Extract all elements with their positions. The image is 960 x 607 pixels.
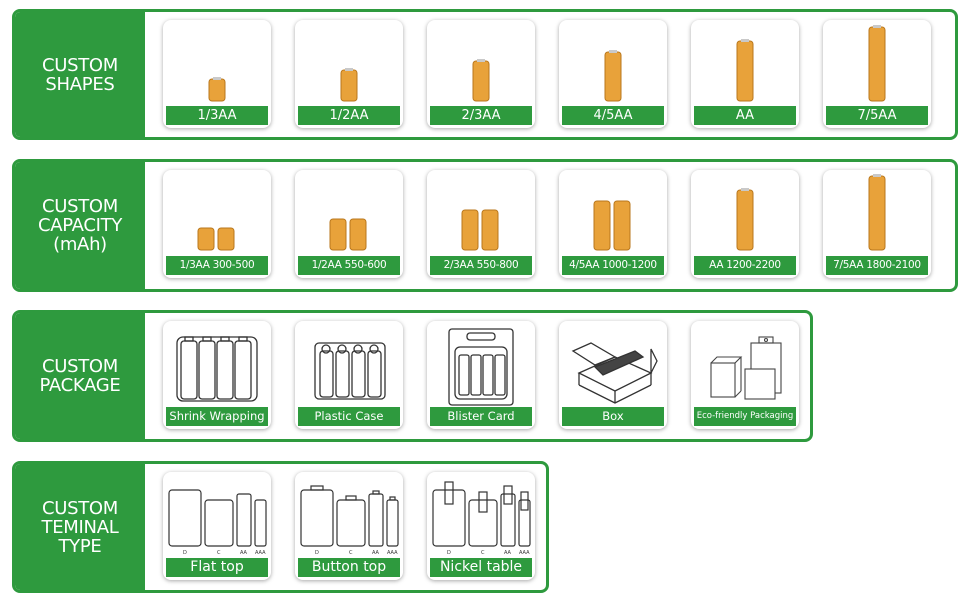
- package-card-box: Box: [559, 321, 667, 429]
- section-title: CUSTOM SHAPES: [41, 54, 119, 95]
- shape-card-7-5aa: 7/5AA: [823, 20, 931, 128]
- size-label-d: D: [447, 550, 451, 556]
- box-icon: [571, 342, 658, 404]
- eco-packaging-icon: [710, 336, 782, 400]
- shape-card-aa: AA: [691, 20, 799, 128]
- battery-icon: [736, 188, 754, 251]
- section-title-panel: CUSTOM TEMINAL TYPE: [15, 464, 145, 590]
- shape-label: 7/5AA: [826, 106, 928, 125]
- shape-label: 1/2AA: [298, 106, 400, 125]
- shape-label: 2/3AA: [430, 106, 532, 125]
- capacity-card-2-3aa: 2/3AA 550-800: [427, 170, 535, 278]
- size-label-aa: AA: [372, 550, 380, 556]
- battery-icon: [208, 77, 226, 102]
- size-label-c: C: [349, 550, 353, 556]
- package-label: Plastic Case: [298, 407, 400, 426]
- section-title: CUSTOM PACKAGE: [39, 356, 121, 396]
- section-title: CUSTOM TEMINAL TYPE: [41, 497, 119, 557]
- shrink-wrap-icon: [176, 336, 258, 402]
- package-card-blister-card: Blister Card: [427, 321, 535, 429]
- size-label-aaa: AAA: [387, 550, 398, 556]
- button-top-batteries-icon: D C AA AAA: [300, 485, 399, 556]
- capacity-card-1-2aa: 1/2AA 550-600: [295, 170, 403, 278]
- terminal-card-nickel-table: D C AA AAA Nickel table: [427, 472, 535, 580]
- terminal-card-flat-top: D C AA AAA Flat top: [163, 472, 271, 580]
- size-label-aaa: AAA: [255, 550, 266, 556]
- shape-card-2-3aa: 2/3AA: [427, 20, 535, 128]
- package-card-plastic-case: Plastic Case: [295, 321, 403, 429]
- battery-pair-icon: [461, 209, 499, 251]
- capacity-label: 1/3AA 300-500: [166, 256, 268, 275]
- capacity-label: 2/3AA 550-800: [430, 256, 532, 275]
- section-title: CUSTOM CAPACITY (mAh): [37, 196, 123, 255]
- size-label-aa: AA: [504, 550, 512, 556]
- capacity-card-1-3aa: 1/3AA 300-500: [163, 170, 271, 278]
- battery-icon: [868, 25, 886, 102]
- section-custom-capacity: CUSTOM CAPACITY (mAh) 1/3AA 300-500 1/2A…: [12, 159, 958, 292]
- shape-label: AA: [694, 106, 796, 125]
- package-label: Shrink Wrapping: [166, 407, 268, 426]
- section-title-panel: CUSTOM PACKAGE: [15, 313, 145, 439]
- shape-card-1-2aa: 1/2AA: [295, 20, 403, 128]
- section-title-panel: CUSTOM SHAPES: [15, 12, 145, 137]
- size-label-d: D: [183, 550, 187, 556]
- capacity-card-4-5aa: 4/5AA 1000-1200: [559, 170, 667, 278]
- package-label: Eco-friendly Packaging: [694, 407, 796, 426]
- capacity-label: AA 1200-2200: [694, 256, 796, 275]
- battery-icon: [868, 174, 886, 251]
- terminal-card-button-top: D C AA AAA Button top: [295, 472, 403, 580]
- capacity-label: 7/5AA 1800-2100: [826, 256, 928, 275]
- nickel-tab-batteries-icon: D C AA AAA: [432, 481, 531, 556]
- package-label: Box: [562, 407, 664, 426]
- battery-pair-icon: [197, 227, 235, 251]
- size-label-aa: AA: [240, 550, 248, 556]
- battery-icon: [736, 39, 754, 102]
- shape-label: 1/3AA: [166, 106, 268, 125]
- size-label-c: C: [217, 550, 221, 556]
- size-label-aaa: AAA: [519, 550, 530, 556]
- terminal-label: Nickel table: [430, 558, 532, 577]
- blister-card-icon: [448, 328, 514, 406]
- plastic-case-icon: [314, 342, 386, 400]
- battery-pair-icon: [593, 200, 631, 251]
- package-card-shrink-wrapping: Shrink Wrapping: [163, 321, 271, 429]
- section-custom-terminal-type: CUSTOM TEMINAL TYPE D C AA AAA Flat top …: [12, 461, 549, 593]
- terminal-label: Button top: [298, 558, 400, 577]
- battery-pair-icon: [329, 218, 367, 251]
- section-custom-package: CUSTOM PACKAGE Shrink Wrapping Plastic C…: [12, 310, 813, 442]
- package-card-eco-friendly: Eco-friendly Packaging: [691, 321, 799, 429]
- package-label: Blister Card: [430, 407, 532, 426]
- battery-icon: [604, 50, 622, 102]
- capacity-card-aa: AA 1200-2200: [691, 170, 799, 278]
- flat-top-batteries-icon: D C AA AAA: [168, 489, 267, 556]
- battery-icon: [472, 59, 490, 102]
- capacity-label: 4/5AA 1000-1200: [562, 256, 664, 275]
- shape-label: 4/5AA: [562, 106, 664, 125]
- section-custom-shapes: CUSTOM SHAPES 1/3AA 1/2AA 2/3AA 4/5AA AA…: [12, 9, 958, 140]
- shape-card-1-3aa: 1/3AA: [163, 20, 271, 128]
- battery-icon: [340, 68, 358, 102]
- shape-card-4-5aa: 4/5AA: [559, 20, 667, 128]
- section-title-panel: CUSTOM CAPACITY (mAh): [15, 162, 145, 289]
- capacity-label: 1/2AA 550-600: [298, 256, 400, 275]
- terminal-label: Flat top: [166, 558, 268, 577]
- size-label-c: C: [481, 550, 485, 556]
- capacity-card-7-5aa: 7/5AA 1800-2100: [823, 170, 931, 278]
- size-label-d: D: [315, 550, 319, 556]
